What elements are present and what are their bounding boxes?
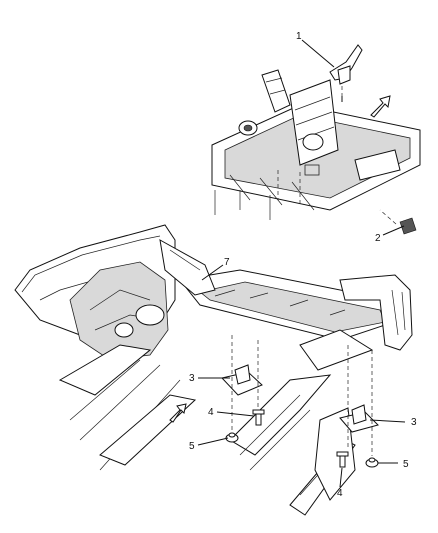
part-5-nut-right	[365, 457, 379, 468]
callout-7: 7	[224, 257, 230, 268]
upper-frame-detail	[211, 69, 421, 220]
part-3-bracket-left	[221, 364, 263, 396]
part-3-bracket-right	[339, 404, 379, 433]
direction-arrow-lower	[169, 403, 187, 423]
part-5-nut-left	[225, 432, 239, 443]
callout-2: 2	[375, 233, 381, 244]
callout-5-right: 5	[403, 459, 409, 470]
part-4-bolt-left	[252, 409, 265, 426]
main-frame-assembly	[14, 224, 413, 516]
callout-3-left: 3	[189, 373, 195, 384]
direction-arrow-upper	[370, 95, 391, 118]
callout-3-right: 3	[411, 417, 417, 428]
assembly-guide-lines	[231, 335, 373, 456]
callout-1: 1	[296, 31, 302, 42]
callout-5-left: 5	[189, 441, 195, 452]
callout-4-left: 4	[208, 407, 214, 418]
part-4-bolt-right	[336, 451, 349, 468]
callout-4-right: 4	[337, 488, 343, 499]
part-2-connector	[379, 209, 417, 235]
leader-lines	[197, 39, 406, 488]
part-1-bracket	[329, 44, 363, 102]
